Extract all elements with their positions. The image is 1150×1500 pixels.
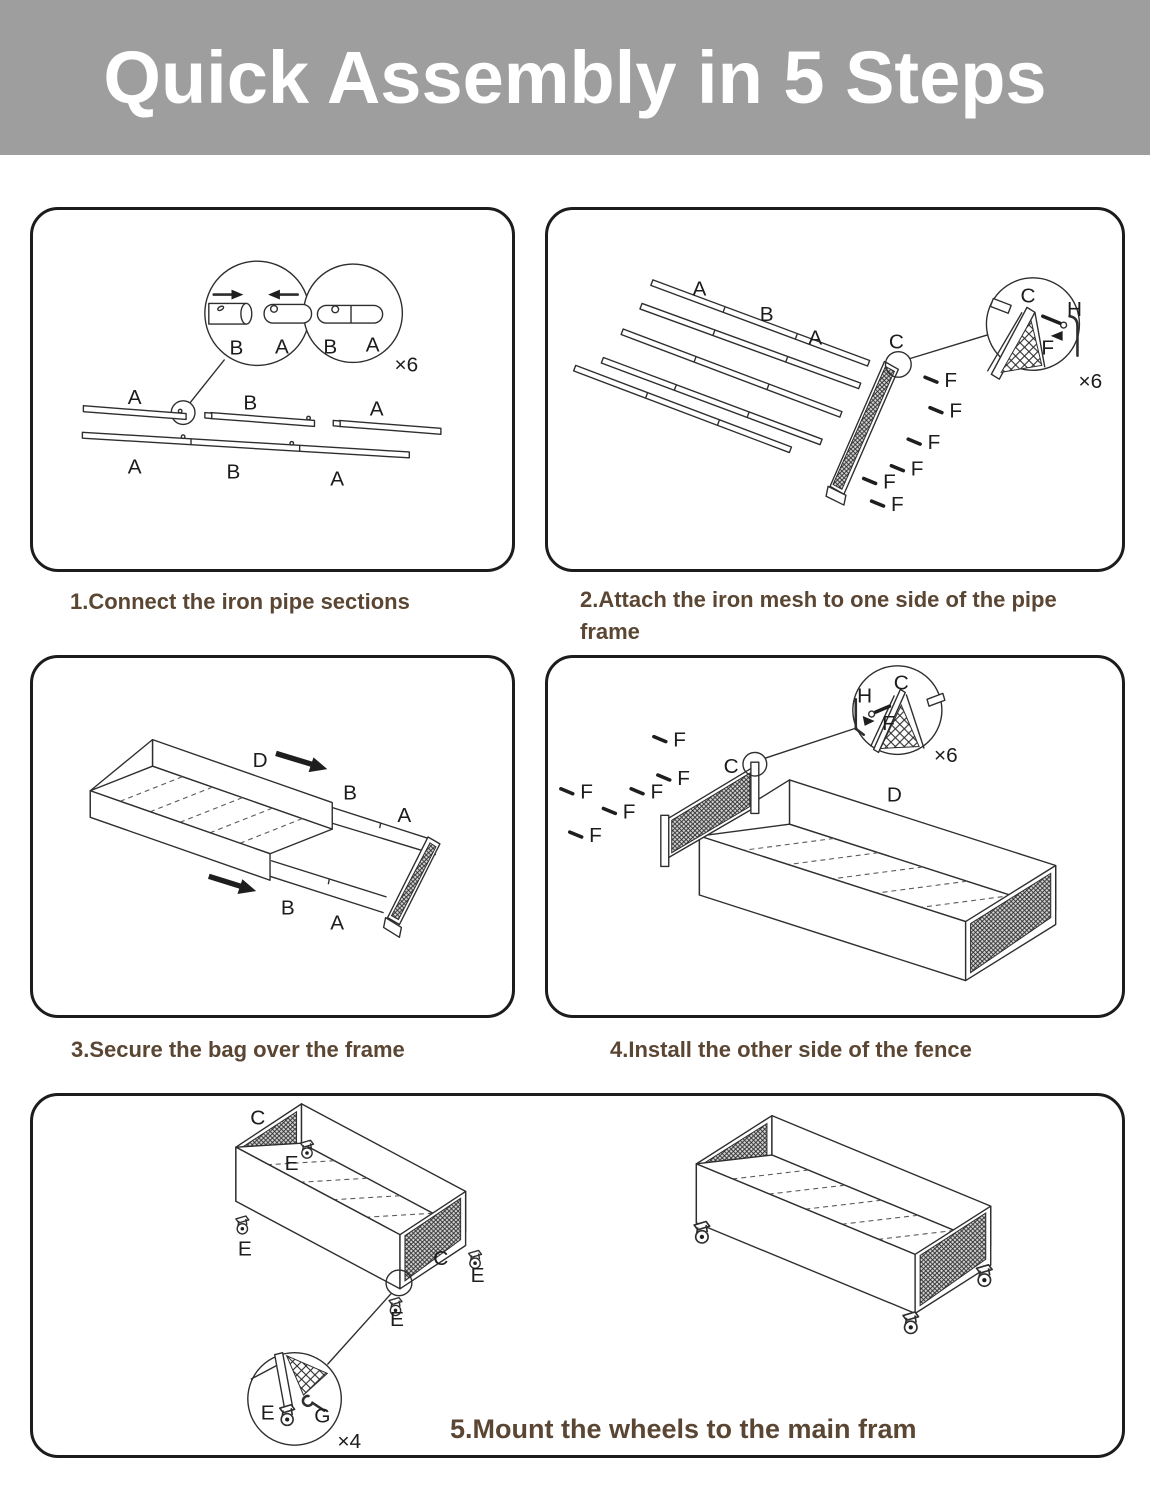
part-label: A [370, 398, 384, 421]
part-label: B [243, 392, 257, 415]
part-label: E [390, 1308, 404, 1331]
step-3-diagram: D B A B A [89, 738, 441, 938]
part-label: A [397, 804, 411, 827]
part-label: F [673, 729, 686, 752]
part-label: C [250, 1107, 265, 1130]
part-label: C [894, 672, 909, 695]
part-label: A [330, 911, 344, 934]
part-label: A [275, 336, 289, 359]
part-label: G [314, 1405, 330, 1428]
part-label: F [589, 824, 602, 847]
part-label: D [887, 784, 902, 807]
part-label: B [343, 782, 357, 805]
part-label: F [944, 369, 957, 392]
part-label: E [238, 1237, 252, 1260]
part-label: F [928, 431, 941, 454]
part-label: C [1020, 285, 1035, 308]
step-3-caption: 3.Secure the bag over the frame [71, 1037, 405, 1062]
step-2-caption: 2.Attach the iron mesh to one side of th… [580, 587, 1057, 644]
part-label: F [651, 781, 664, 804]
header-banner: Quick Assembly in 5 Steps [0, 0, 1150, 155]
part-label: B [760, 303, 774, 326]
part-label: A [330, 467, 344, 490]
part-label: E [261, 1402, 275, 1425]
part-label: F [883, 470, 896, 493]
part-label: ×6 [934, 744, 958, 767]
part-label: H [1067, 298, 1082, 321]
page-title: Quick Assembly in 5 Steps [103, 36, 1047, 119]
step-3-panel: D B A B A [30, 655, 515, 1018]
part-label: A [128, 386, 142, 409]
part-label: C [433, 1247, 448, 1270]
part-label: C [889, 331, 904, 354]
part-label: F [949, 400, 962, 423]
step-5-caption: 5.Mount the wheels to the main fram [450, 1414, 917, 1444]
part-label: E [471, 1264, 485, 1287]
part-label: A [128, 456, 142, 479]
part-label: A [692, 278, 706, 301]
part-label: B [281, 897, 295, 920]
part-label: F [677, 767, 690, 790]
part-label: F [580, 781, 593, 804]
part-label: H [857, 684, 872, 707]
part-label: F [623, 800, 636, 823]
part-label: E [285, 1152, 299, 1175]
part-label: A [366, 334, 380, 357]
part-label: ×6 [1078, 370, 1102, 393]
part-label: C [724, 755, 739, 778]
part-label: A [808, 327, 822, 350]
part-label: B [323, 336, 337, 359]
part-label: ×6 [395, 353, 419, 376]
step-4-caption: 4.Install the other side of the fence [610, 1037, 972, 1062]
step-1-caption: 1.Connect the iron pipe sections [70, 589, 410, 614]
part-label: F [882, 712, 895, 735]
part-label: F [891, 493, 904, 516]
part-label: B [227, 461, 241, 484]
part-label: B [230, 337, 244, 360]
part-label: F [1041, 337, 1054, 360]
part-label: ×4 [337, 1430, 361, 1453]
part-label: D [253, 749, 268, 772]
part-label: F [911, 458, 924, 481]
